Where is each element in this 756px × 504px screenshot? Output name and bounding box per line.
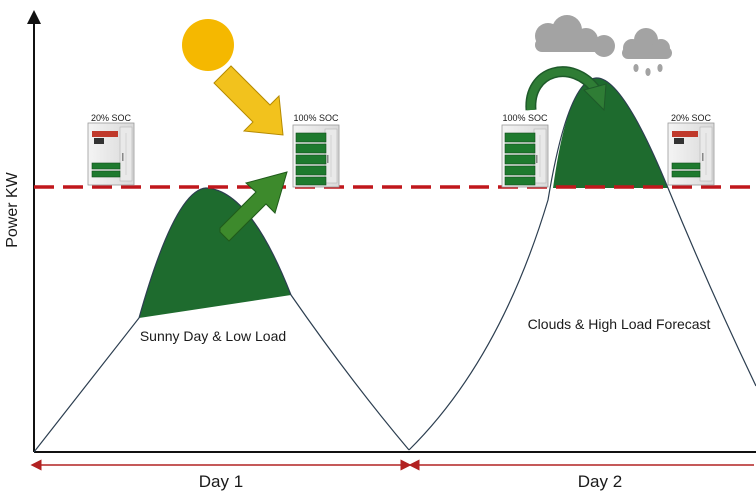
day1-label: Day 1 (199, 472, 243, 491)
day2-label: Day 2 (578, 472, 622, 491)
battery-soc-label: 20% SOC (91, 113, 132, 123)
day1-caption: Sunny Day & Low Load (140, 328, 286, 344)
battery-soc-label: 100% SOC (293, 113, 339, 123)
y-axis (27, 10, 41, 452)
y-axis-label: Power KW (4, 171, 21, 247)
yellow-charge-arrow-icon (213, 65, 284, 136)
sun-icon (182, 19, 234, 71)
rain-cloud-icon (622, 28, 672, 76)
battery-cabinet (292, 124, 340, 188)
battery-soc-label: 20% SOC (671, 113, 712, 123)
curved-discharge-arrow-icon (525, 66, 607, 112)
day2-caption: Clouds & High Load Forecast (528, 316, 711, 332)
battery-soc-label: 100% SOC (502, 113, 548, 123)
green-charge-arrow-icon (219, 171, 288, 242)
battery-cabinet (87, 122, 135, 186)
cloud-icon (535, 15, 615, 57)
day2-excess-energy-area (553, 77, 668, 188)
battery-cabinet (501, 124, 549, 188)
battery-cabinet (667, 122, 715, 186)
day1-excess-energy-area (139, 188, 291, 318)
day2-load-curve (408, 77, 756, 451)
